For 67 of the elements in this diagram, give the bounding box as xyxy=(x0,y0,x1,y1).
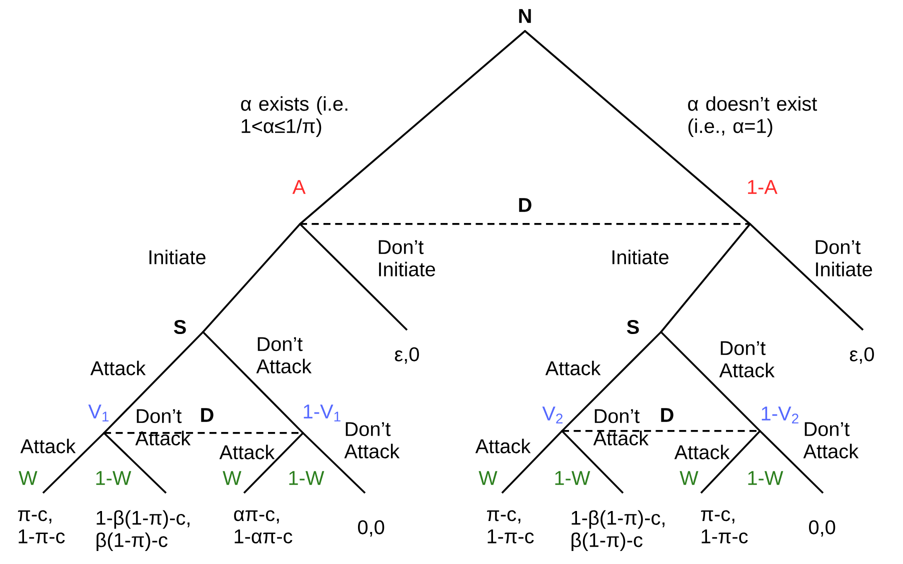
player-label: S xyxy=(174,320,186,334)
action-label: Don’t Initiate xyxy=(378,240,436,276)
action-label: Don’t Attack xyxy=(593,409,649,446)
payoff-label: ε,0 xyxy=(850,347,874,364)
probability-label: W xyxy=(478,471,498,485)
branch-line xyxy=(524,30,751,225)
payoff-label: 0,0 xyxy=(809,520,836,537)
branch-line xyxy=(749,223,864,331)
payoff-label: 0,0 xyxy=(358,520,384,537)
action-label: Don’t Attack xyxy=(719,341,775,378)
action-label: Don’t Attack xyxy=(344,422,400,458)
action-label: Don’t Attack xyxy=(803,422,859,458)
branch-line xyxy=(299,223,408,331)
probability-label: V$_{2}$ xyxy=(542,406,563,424)
branch-line xyxy=(42,432,105,494)
probability-label: 1-W xyxy=(289,471,324,485)
action-label: Attack xyxy=(674,444,730,460)
infoset-label: D xyxy=(519,198,532,212)
action-label: α exists (i.e. 1<α≤1/π) xyxy=(241,96,348,138)
branch-line xyxy=(103,432,167,494)
action-label: α doesn’t exist (i.e., α=1) xyxy=(688,96,817,138)
branch-line xyxy=(660,223,751,333)
probability-label: 1-W xyxy=(96,471,132,485)
player-label: S xyxy=(626,320,639,334)
payoff-label: ε,0 xyxy=(394,347,419,364)
payoff-label: 1-β(1-π)-c, β(1-π)-c xyxy=(96,510,190,552)
payoff-label: απ-c, 1-απ-c xyxy=(234,510,292,544)
probability-label: W xyxy=(18,471,38,485)
action-label: Attack xyxy=(475,438,531,454)
infoset-label: D xyxy=(661,408,674,422)
branch-line xyxy=(561,331,662,432)
branch-line xyxy=(302,432,366,494)
probability-label: A xyxy=(292,180,306,194)
player-label: N xyxy=(519,9,531,23)
branch-line xyxy=(202,223,301,333)
branch-line xyxy=(243,432,304,494)
dashed-line xyxy=(300,223,750,225)
action-label: Initiate xyxy=(150,250,206,264)
payoff-label: π-c, 1-π-c xyxy=(701,510,748,544)
probability-label: 1-V$_{1}$ xyxy=(304,404,340,422)
branch-line xyxy=(202,331,304,434)
branch-line xyxy=(501,430,563,494)
action-label: Attack xyxy=(545,360,601,376)
action-label: Don’t Initiate xyxy=(816,240,872,276)
branch-line xyxy=(660,331,761,432)
payoff-label: π-c, 1-π-c xyxy=(18,510,65,544)
probability-label: 1-V$_{2}$ xyxy=(762,406,798,424)
branch-line xyxy=(700,430,761,494)
branch-line xyxy=(103,331,204,434)
branch-line xyxy=(561,430,624,494)
action-label: Attack xyxy=(90,360,146,376)
action-label: Attack xyxy=(20,438,76,454)
branch-line xyxy=(299,30,526,225)
branch-line xyxy=(759,430,824,494)
payoff-label: 1-β(1-π)-c, β(1-π)-c xyxy=(572,510,664,552)
probability-label: 1-W xyxy=(748,471,784,485)
probability-label: W xyxy=(222,471,242,485)
action-label: Attack xyxy=(219,444,275,460)
probability-label: 1-A xyxy=(748,180,778,194)
probability-label: W xyxy=(680,471,698,485)
action-label: Don’t Attack xyxy=(256,337,312,374)
probability-label: 1-W xyxy=(555,471,590,485)
probability-label: V$_{1}$ xyxy=(88,404,109,422)
infoset-label: D xyxy=(201,408,214,422)
action-label: Don’t Attack xyxy=(135,409,191,446)
action-label: Initiate xyxy=(612,250,668,264)
payoff-label: π-c, 1-π-c xyxy=(487,510,534,544)
